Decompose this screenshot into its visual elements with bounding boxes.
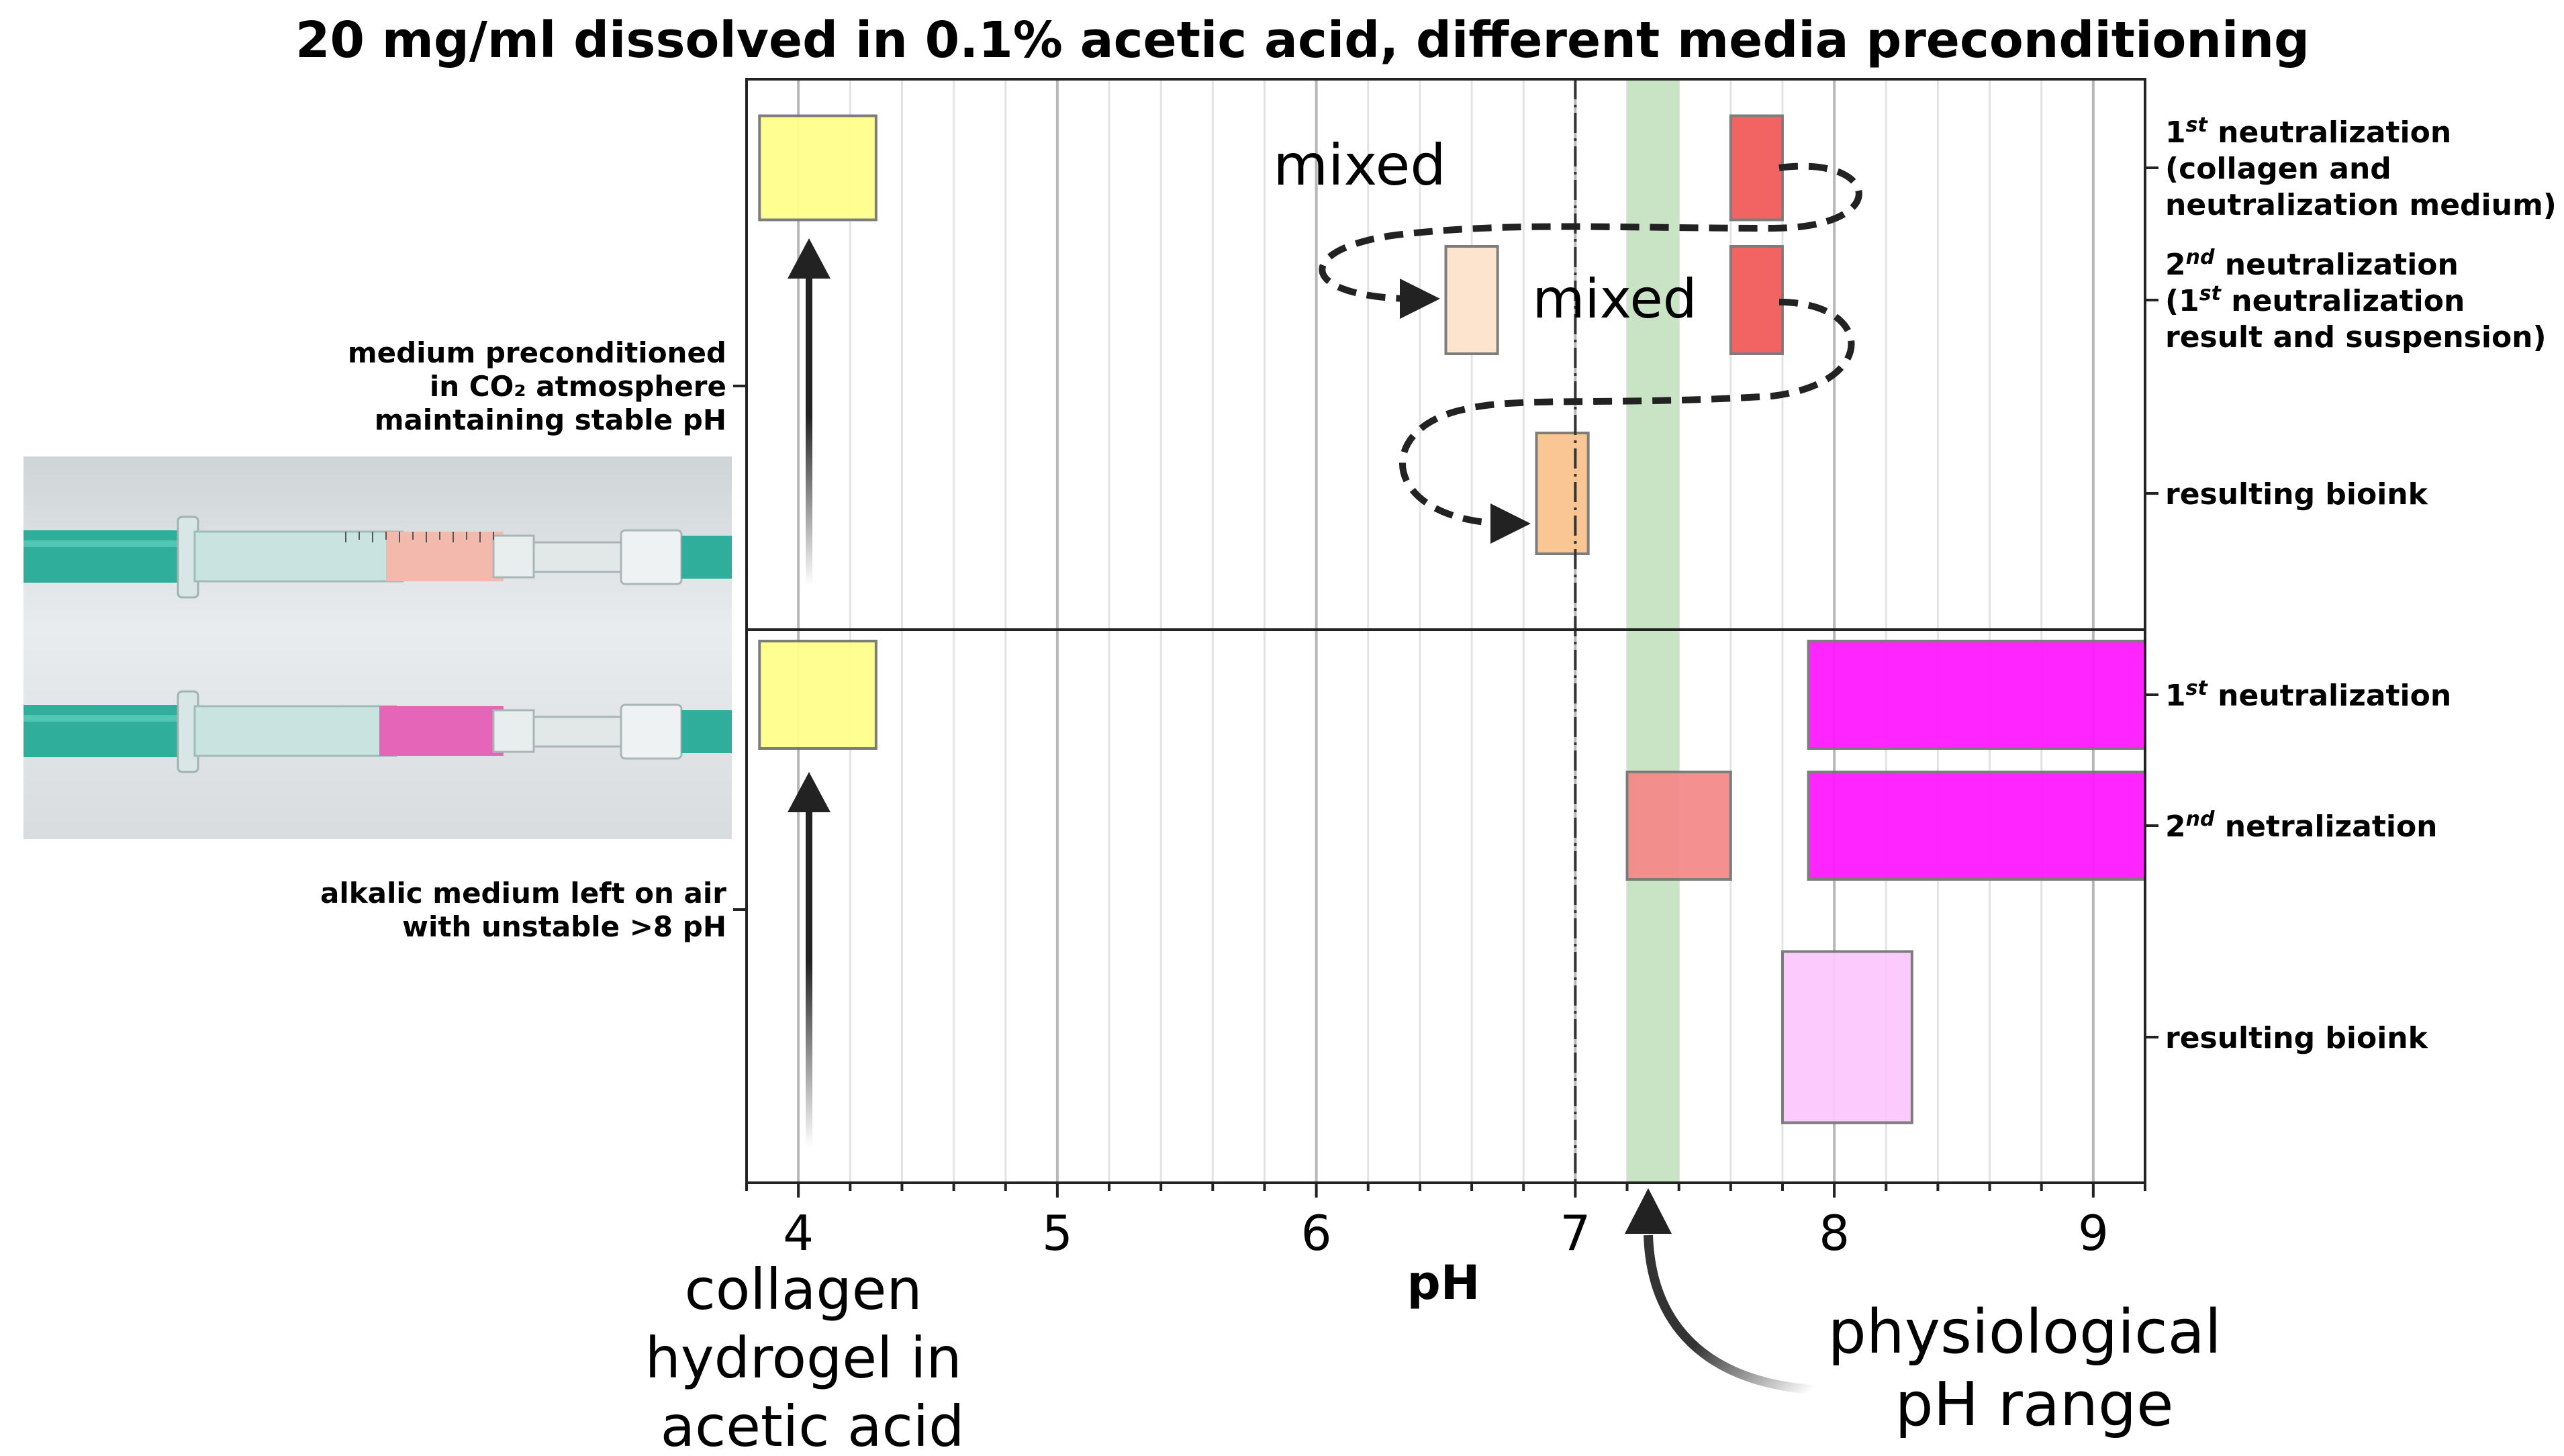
row-label: 2nd netralization — [2165, 808, 2438, 844]
bar-p1-3 — [1444, 245, 1499, 355]
physiological-arrow — [1625, 1188, 1813, 1394]
physiological-line-2: pH range — [1895, 1369, 2173, 1440]
syringe-lower — [23, 690, 732, 773]
row-label-part: (1 — [2165, 284, 2199, 318]
group-label: alkalic medium left on air — [320, 877, 726, 910]
syringe-photo — [23, 456, 732, 839]
group-label: with unstable >8 pH — [402, 910, 726, 943]
row-label-part: netralization — [2214, 810, 2437, 844]
group-label: maintaining stable pH — [375, 403, 726, 436]
row-label-part: neutralization — [2207, 115, 2451, 150]
row-label: (1st neutralization — [2165, 282, 2465, 318]
row-label: 1st neutralization — [2165, 113, 2451, 150]
row-label: neutralization medium) — [2165, 188, 2557, 222]
row-label-part: st — [2199, 282, 2222, 305]
row-label: (collagen and — [2165, 152, 2391, 186]
bar-p1-5 — [1535, 432, 1590, 555]
x-tick-label: 9 — [2078, 1205, 2109, 1261]
collagen-line-3: acetic acid — [661, 1394, 965, 1456]
physiological-annotation: physiological pH range — [1828, 1297, 2241, 1440]
x-axis-label: pH — [1407, 1255, 1480, 1310]
syringe-photo-drawing — [23, 516, 732, 773]
bar-p2-2 — [1807, 640, 2147, 750]
x-tick-label: 8 — [1819, 1205, 1850, 1261]
row-label-part: neutralization — [2207, 679, 2451, 713]
mixed-label-1: mixed — [1273, 132, 1445, 198]
mixing-arrowhead-2 — [1490, 503, 1531, 544]
collagen-annotation: collagen hydrogel in acetic acid — [645, 1257, 980, 1456]
bar-p2-5 — [1780, 950, 1913, 1124]
group-label: in CO₂ atmosphere — [430, 370, 726, 403]
row-label: resulting bioink — [2165, 477, 2429, 512]
bar-p2-4 — [1807, 771, 2147, 881]
x-tick-label: 6 — [1301, 1205, 1332, 1261]
x-tick-label: 4 — [783, 1205, 814, 1261]
mixing-flow-arrows — [1319, 162, 1862, 527]
bar-p1-2 — [1729, 114, 1784, 222]
bar-p2-1 — [758, 640, 877, 750]
row-label-part: nd — [2186, 808, 2215, 831]
row-label-part: neutralization — [2221, 284, 2465, 318]
row-label-part: neutralization — [2214, 248, 2458, 282]
row-label-part: 1 — [2165, 679, 2186, 713]
collagen-line-1: collagen — [685, 1257, 922, 1322]
mixing-arrowhead-1 — [1400, 279, 1440, 319]
row-label-part: st — [2186, 677, 2209, 700]
x-tick-label: 7 — [1560, 1205, 1590, 1261]
bar-p1-4 — [1729, 245, 1784, 355]
row-label-part: 2 — [2165, 248, 2186, 282]
row-label-part: 1 — [2165, 115, 2186, 150]
row-label-part: 2 — [2165, 810, 2186, 844]
syringe-upper — [23, 516, 732, 599]
row-label-part: nd — [2186, 246, 2215, 269]
row-label: resulting bioink — [2165, 1021, 2429, 1055]
row-label-part: st — [2186, 113, 2209, 137]
x-tick-label: 5 — [1042, 1205, 1073, 1261]
chart-title: 20 mg/ml dissolved in 0.1% acetic acid, … — [295, 11, 2310, 69]
collagen-line-2: hydrogel in — [645, 1325, 962, 1391]
mixed-label-2: mixed — [1532, 268, 1697, 330]
physiological-line-1: physiological — [1828, 1297, 2222, 1367]
group-label: medium preconditioned — [348, 336, 726, 369]
row-label: 1st neutralization — [2165, 677, 2451, 713]
bar-p2-3 — [1625, 771, 1732, 881]
collagen-arrows — [788, 238, 830, 1148]
bar-p1-1 — [758, 114, 877, 222]
row-label: result and suspension) — [2165, 320, 2547, 354]
row-label: 2nd neutralization — [2165, 246, 2459, 282]
